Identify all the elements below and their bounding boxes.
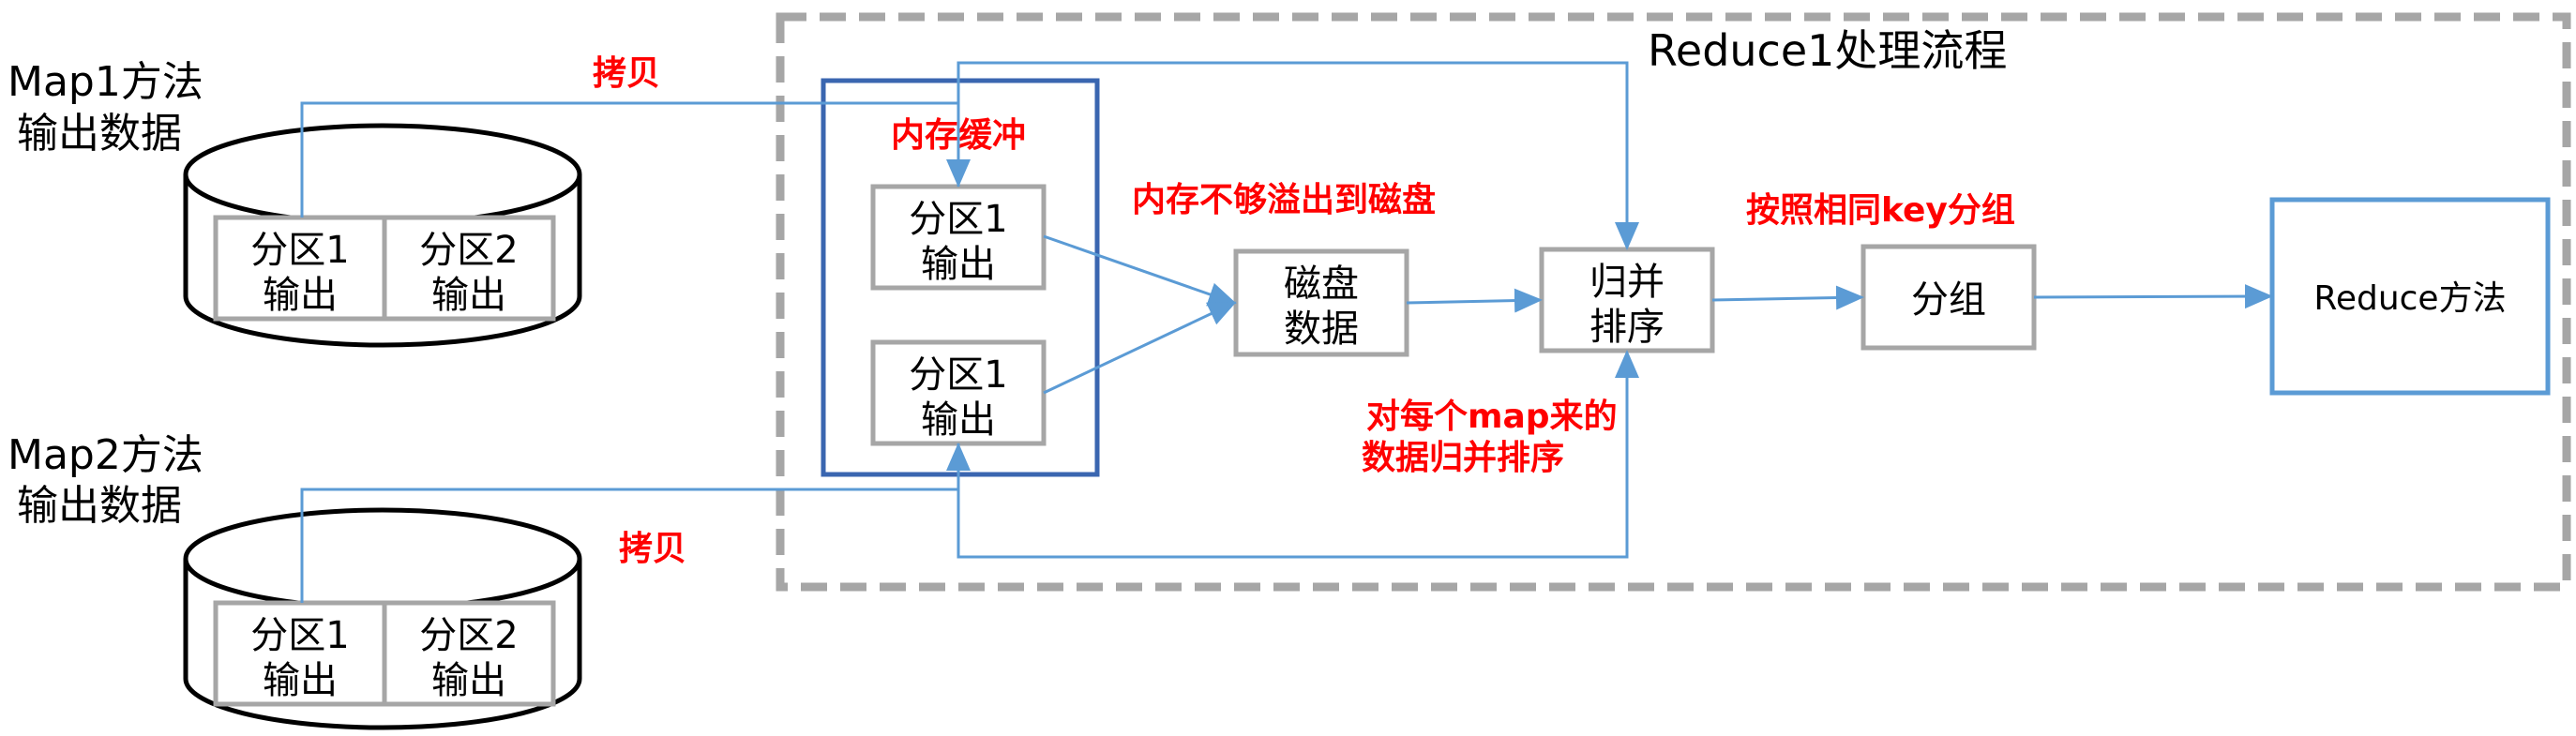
map1-partition-1-sub: 输出 xyxy=(263,274,338,317)
map1-partition-2-sub: 输出 xyxy=(431,274,506,317)
buffer-partition-top-sub: 输出 xyxy=(921,243,996,286)
spill-arrow-bottom xyxy=(1043,301,1237,395)
disk-data-sub: 数据 xyxy=(1284,308,1359,351)
merge-note-line1: 对每个map来的 xyxy=(1366,398,1618,436)
disk-data-label: 磁盘 xyxy=(1284,263,1359,306)
map1-partition-2 xyxy=(382,215,556,322)
map1-title-line1: Map1方法 xyxy=(8,58,203,106)
map2-partition-2 xyxy=(382,600,556,707)
copy-label-top: 拷贝 xyxy=(593,54,660,93)
memory-to-merge-arrow-top xyxy=(957,61,1639,250)
reduce-method-label: Reduce方法 xyxy=(2313,279,2506,318)
reduce-process-title: Reduce1处理流程 xyxy=(1648,25,2007,76)
map2-title-line1: Map2方法 xyxy=(8,431,203,479)
disk-to-merge-arrow xyxy=(1406,288,1543,313)
map2-partition-1-sub: 输出 xyxy=(263,659,338,702)
spill-arrow-top xyxy=(1043,234,1237,307)
map2-title-line2: 输出数据 xyxy=(17,482,182,530)
merge-note-line2: 数据归并排序 xyxy=(1362,439,1564,477)
map2-partition-1-label: 分区1 xyxy=(250,614,349,657)
map1-title-line2: 输出数据 xyxy=(17,110,182,158)
map2-partition-2-sub: 输出 xyxy=(431,659,506,702)
merge-sort-label: 归并 xyxy=(1589,261,1665,304)
copy-label-bottom: 拷贝 xyxy=(619,530,686,568)
buffer-partition-bottom-sub: 输出 xyxy=(921,398,996,442)
flow-arrows xyxy=(300,61,2273,603)
map1-partition-1-label: 分区1 xyxy=(250,229,349,272)
memory-to-merge-arrow-bottom xyxy=(957,350,1639,559)
group-box-label: 分组 xyxy=(1911,278,1986,322)
reduce-process-frame xyxy=(776,12,2571,592)
map2-partition-2-label: 分区2 xyxy=(419,614,518,657)
merge-to-group-arrow xyxy=(1711,285,1864,310)
spill-to-disk-label: 内存不够溢出到磁盘 xyxy=(1132,180,1436,219)
map1-partition-2-label: 分区2 xyxy=(419,229,518,272)
group-to-reduce-arrow xyxy=(2033,284,2273,309)
disk-data-box xyxy=(1233,248,1409,357)
reduce-method-box xyxy=(2269,197,2551,396)
group-by-key-label: 按照相同key分组 xyxy=(1746,191,2015,230)
buffer-partition-top-label: 分区1 xyxy=(909,198,1007,241)
buffer-partition-bottom-label: 分区1 xyxy=(909,353,1007,397)
merge-sort-sub: 排序 xyxy=(1589,306,1665,349)
